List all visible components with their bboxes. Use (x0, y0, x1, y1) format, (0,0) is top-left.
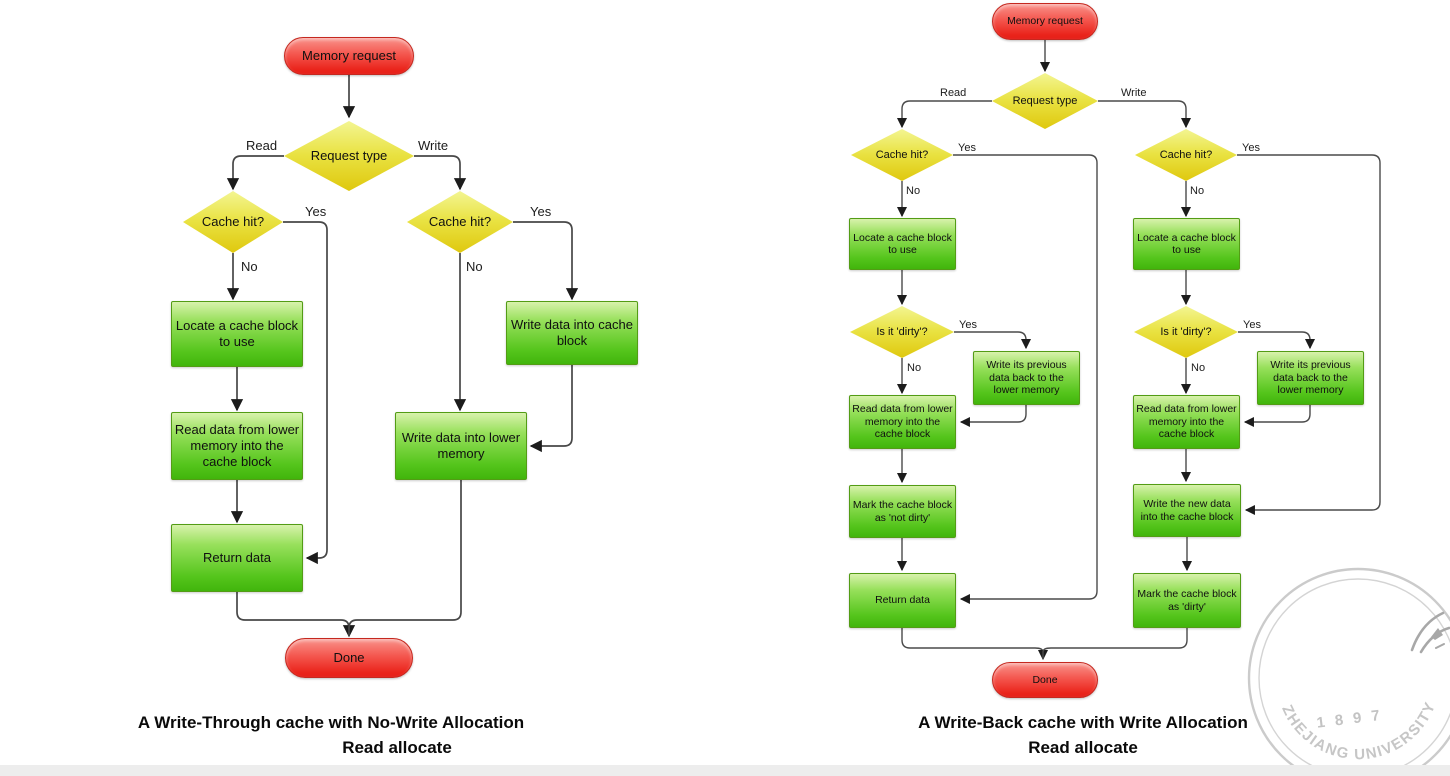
left-write-into-lower-process: Write data into lower memory (395, 412, 527, 480)
edge-write-branch (414, 155, 467, 191)
left-yes-hit-read-label: Yes (305, 204, 327, 219)
right-start-node: Memory request (992, 3, 1098, 40)
right-no-dirty-write-label: No (1191, 362, 1206, 374)
right-mark-dirty-process: Mark the cache block as 'dirty' (1133, 573, 1241, 628)
right-write-prev-write-process: Write its previous data back to the lowe… (1257, 351, 1364, 405)
edge-hitread-yes (953, 154, 1098, 605)
left-no-hit-read-label: No (241, 259, 258, 274)
right-caption-line2: Read allocate (1028, 738, 1138, 757)
edge-dirtywrite-yes (1238, 331, 1316, 350)
edge-write-branch (1098, 100, 1192, 129)
left-no-hit-write-label: No (466, 259, 483, 274)
left-chart-edges (226, 75, 579, 638)
edge-return-to-done (236, 592, 356, 638)
left-write-edge-label: Write (418, 138, 449, 153)
edge-hitwrite-yes (513, 221, 579, 301)
edge-read-branch (226, 155, 284, 191)
edge-writecache-to-writelower (529, 365, 573, 453)
right-read-from-lower-write-process: Read data from lower memory into the cac… (1133, 395, 1240, 449)
bottom-bar (0, 765, 1450, 776)
left-locate-block-process: Locate a cache block to use (171, 301, 303, 367)
edge-writelower-to-done (348, 480, 462, 636)
seal-emblem (1410, 611, 1450, 654)
right-yes-hit-write-label: Yes (1242, 142, 1260, 154)
left-read-from-lower-process: Read data from lower memory into the cac… (171, 412, 303, 480)
right-yes-dirty-write-label: Yes (1243, 319, 1261, 331)
right-write-edge-label: Write (1121, 87, 1147, 99)
left-return-data-process: Return data (171, 524, 303, 592)
edge-prev2-to-readlower2 (1243, 405, 1311, 428)
left-yes-hit-write-label: Yes (530, 204, 552, 219)
edge-dirtyread-yes (954, 331, 1032, 350)
seal-inner-ring (1258, 578, 1450, 776)
left-done-node: Done (285, 638, 413, 678)
right-chart-edges (896, 40, 1381, 661)
right-return-data-process: Return data (849, 573, 956, 628)
right-no-dirty-read-label: No (907, 362, 922, 374)
edge-hitread-yes (283, 221, 328, 565)
right-mark-not-dirty-process: Mark the cache block as 'not dirty' (849, 485, 956, 538)
right-write-prev-read-process: Write its previous data back to the lowe… (973, 351, 1080, 405)
right-locate-block-write-process: Locate a cache block to use (1133, 218, 1240, 270)
seal-outer-ring (1247, 567, 1450, 776)
edge-prev-to-readlower (959, 405, 1027, 428)
right-write-new-data-process: Write the new data into the cache block (1133, 484, 1241, 537)
edge-return-to-done (901, 628, 1049, 661)
left-caption-line1: A Write-Through cache with No-Write Allo… (137, 713, 525, 732)
edge-hitwrite-yes (1237, 154, 1381, 516)
right-locate-block-read-process: Locate a cache block to use (849, 218, 956, 270)
right-read-from-lower-read-process: Read data from lower memory into the cac… (849, 395, 956, 449)
right-yes-dirty-read-label: Yes (959, 319, 977, 331)
right-no-hit-write-label: No (1190, 185, 1205, 197)
left-read-edge-label: Read (246, 138, 278, 153)
left-start-node: Memory request (284, 37, 414, 75)
left-write-into-cache-process: Write data into cache block (506, 301, 638, 365)
edge-markdirty-to-done (1042, 628, 1188, 659)
right-read-edge-label: Read (940, 87, 967, 99)
right-done-node: Done (992, 662, 1098, 698)
edge-read-branch (896, 100, 992, 129)
right-caption-line1: A Write-Back cache with Write Allocation (918, 713, 1248, 732)
right-yes-hit-read-label: Yes (958, 142, 976, 154)
right-no-hit-read-label: No (906, 185, 921, 197)
left-caption-line2: Read allocate (342, 738, 452, 757)
